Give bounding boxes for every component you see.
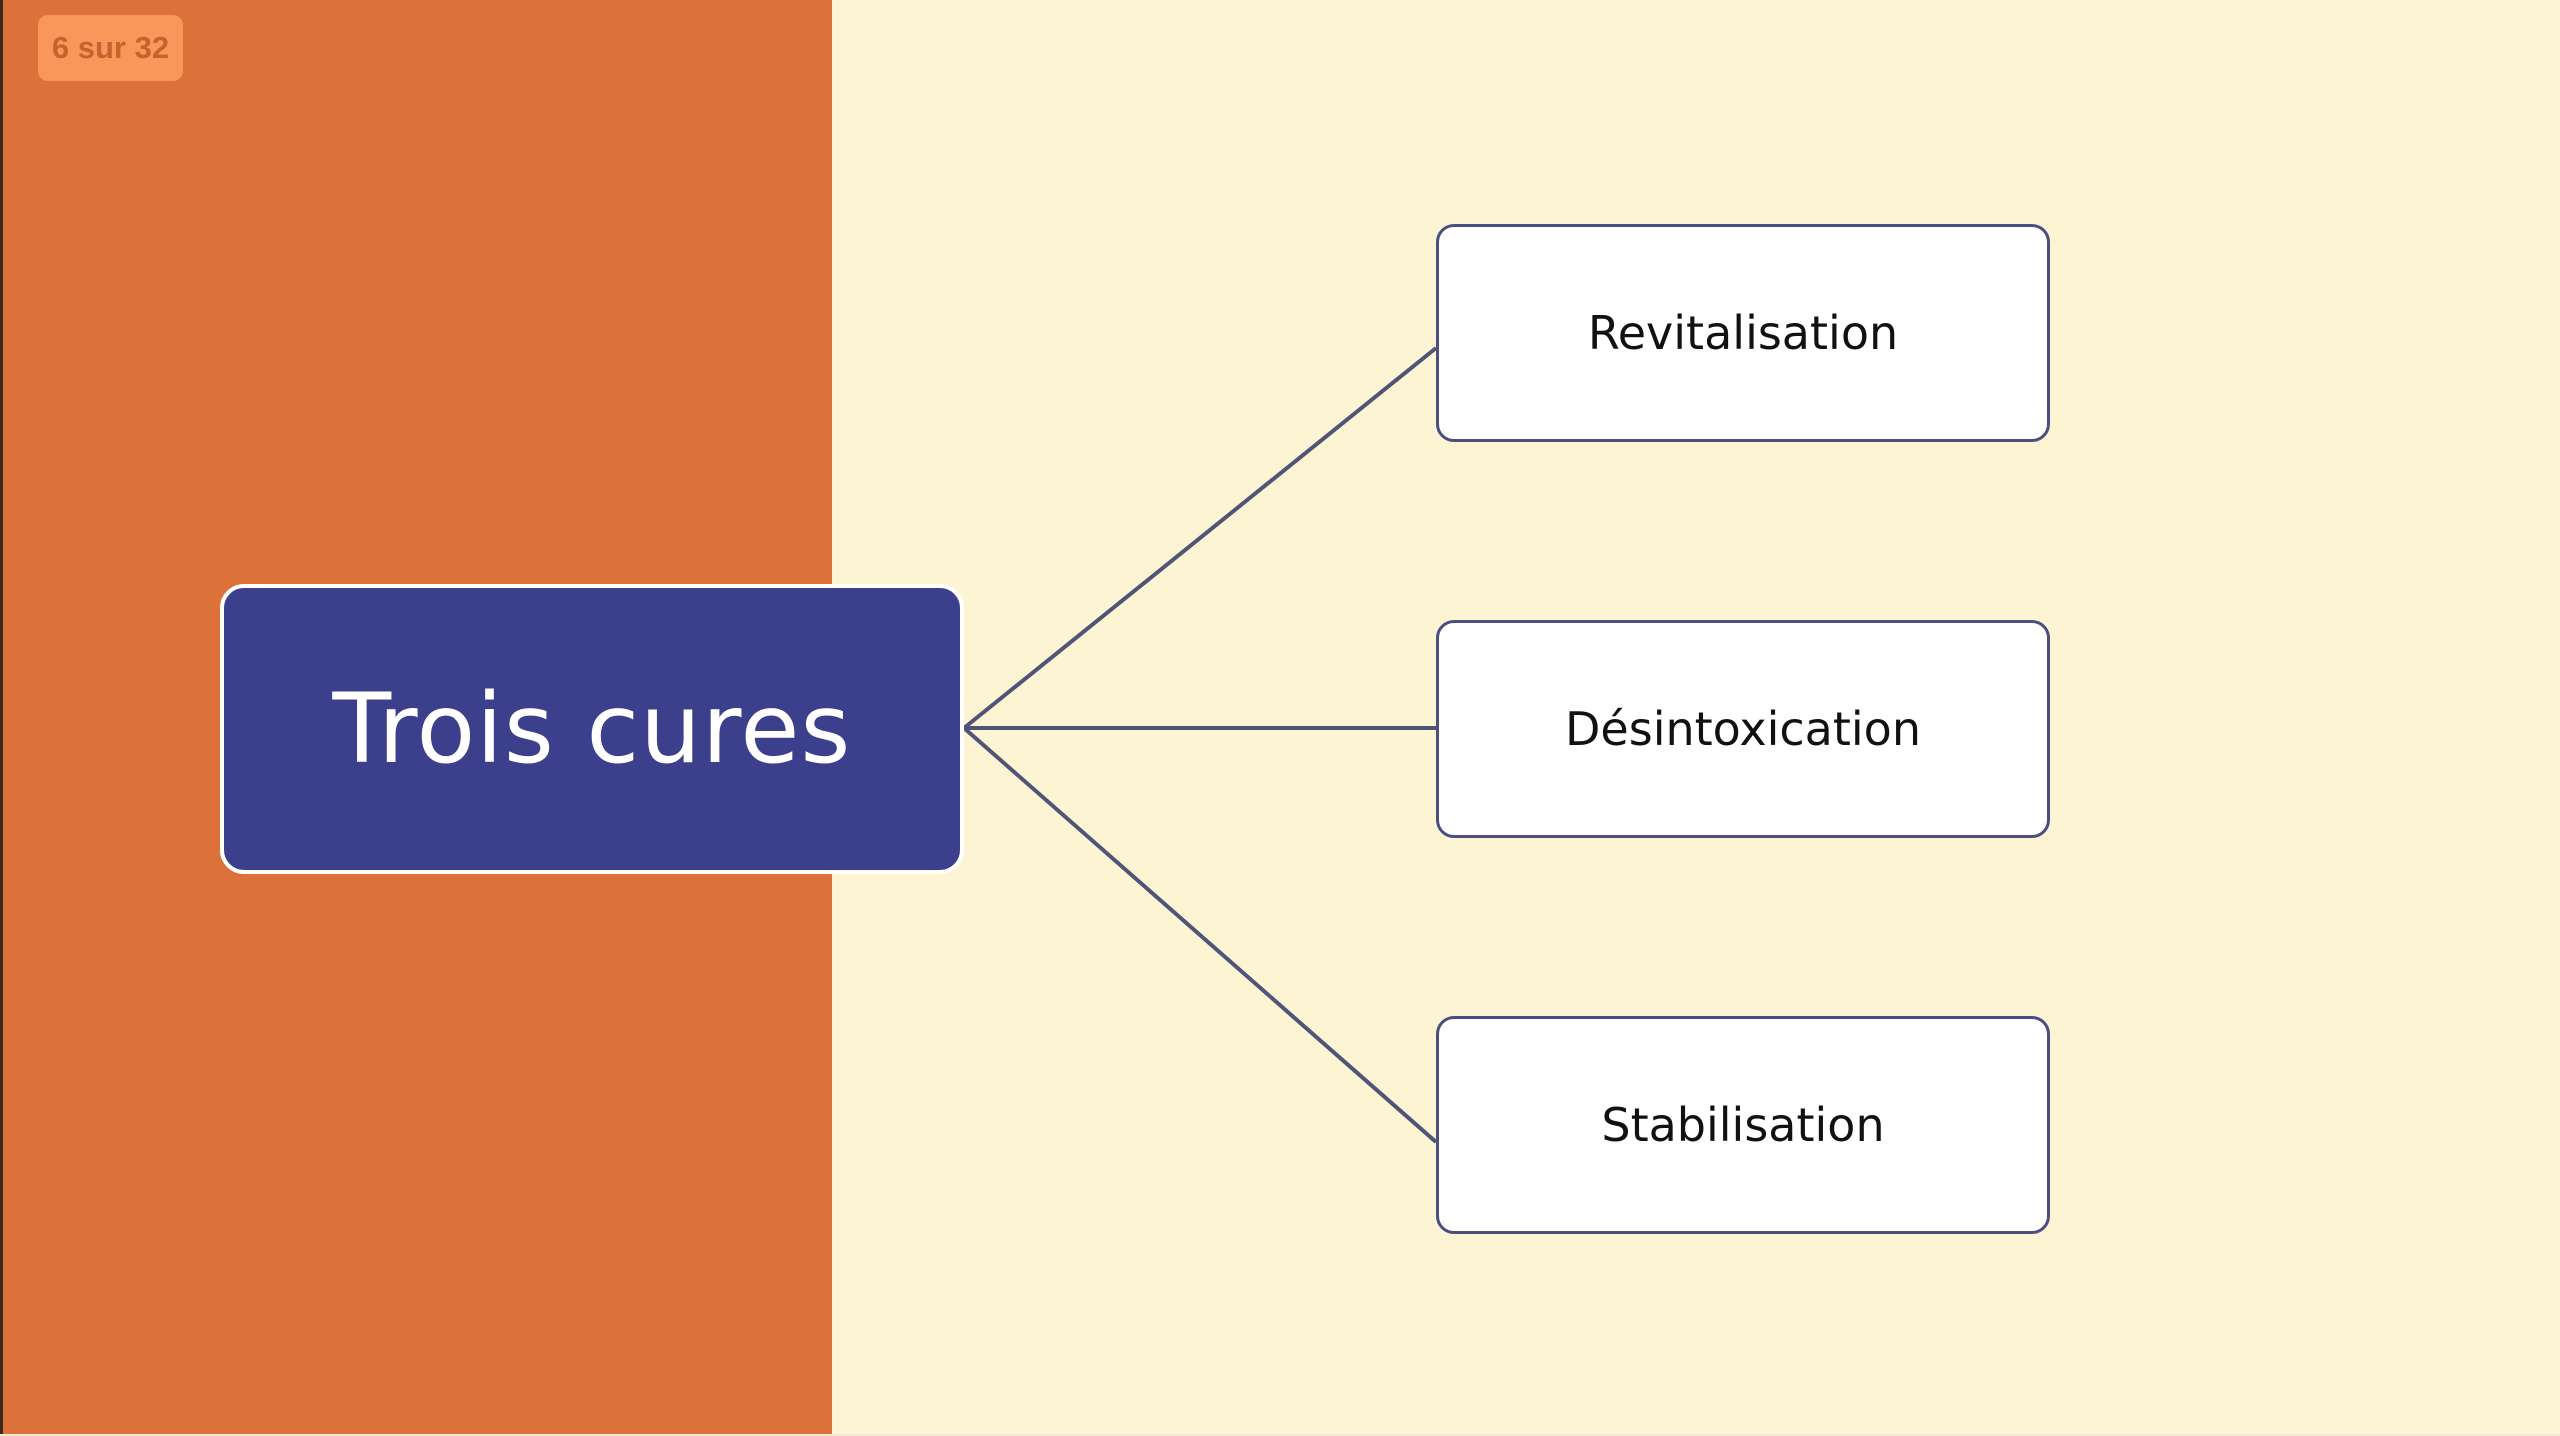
slide-counter-badge: 6 sur 32 [38,15,183,81]
bottom-edge-strip [0,1434,2560,1436]
connector-line-revitalisation [962,346,1438,730]
branch-node-revitalisation: Revitalisation [1436,224,2050,442]
branch-node-desintoxication: Désintoxication [1436,620,2050,838]
connector-line-stabilisation [962,726,1438,1144]
center-node-trois-cures: Trois cures [220,584,964,874]
branch-node-stabilisation: Stabilisation [1436,1016,2050,1234]
left-edge-border [0,0,3,1436]
